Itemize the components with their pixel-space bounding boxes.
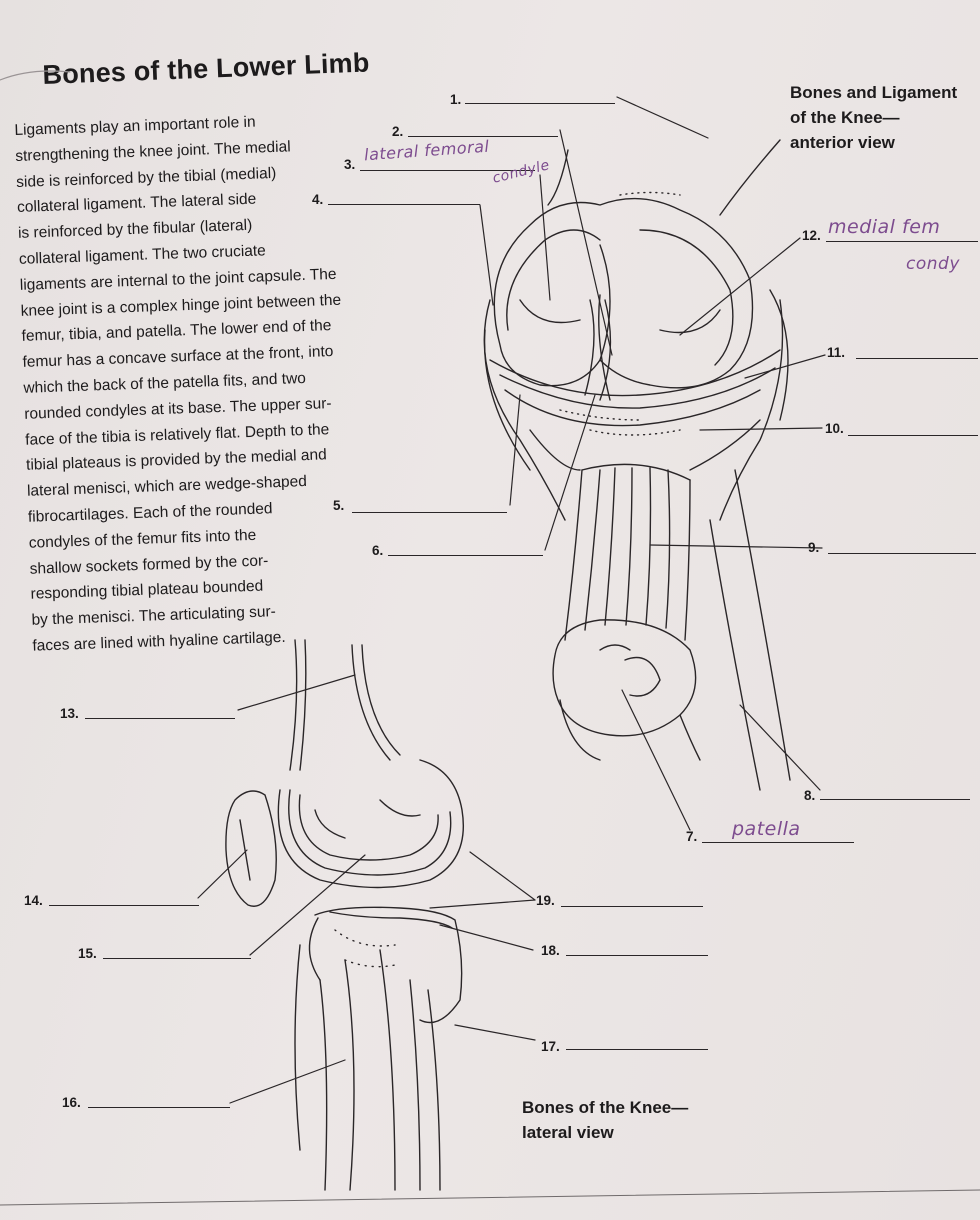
caption-line: lateral view bbox=[522, 1123, 614, 1142]
answer-blank-5[interactable] bbox=[352, 512, 507, 513]
label-19: 19. bbox=[536, 893, 555, 908]
label-13: 13. bbox=[60, 706, 79, 721]
label-18: 18. bbox=[541, 943, 560, 958]
label-2: 2. bbox=[392, 124, 404, 139]
anterior-knee-drawing bbox=[483, 139, 791, 791]
answer-blank-6[interactable] bbox=[388, 555, 543, 556]
answer-blank-18[interactable] bbox=[566, 955, 708, 956]
lateral-view-caption: Bones of the Knee— lateral view bbox=[522, 1095, 688, 1145]
label-1: 1. bbox=[450, 92, 462, 107]
answer-blank-13[interactable] bbox=[85, 718, 235, 719]
label-7: 7. bbox=[686, 829, 698, 844]
handwritten-answer-12b: condy bbox=[906, 254, 960, 274]
fibula bbox=[409, 979, 421, 1191]
answer-blank-14[interactable] bbox=[49, 905, 199, 906]
answer-blank-3[interactable] bbox=[360, 170, 535, 171]
answer-blank-16[interactable] bbox=[88, 1107, 230, 1108]
femur-distal-end bbox=[277, 759, 464, 889]
label-5: 5. bbox=[333, 498, 345, 513]
anterior-leader-lines bbox=[479, 96, 826, 831]
patella-side bbox=[225, 790, 277, 907]
menisci bbox=[489, 349, 781, 397]
answer-blank-10[interactable] bbox=[848, 435, 978, 436]
caption-line: Bones of the Knee— bbox=[522, 1098, 689, 1117]
answer-blank-8[interactable] bbox=[820, 799, 970, 800]
label-6: 6. bbox=[372, 543, 384, 558]
label-15: 15. bbox=[78, 946, 97, 961]
page-edge bbox=[0, 1189, 980, 1206]
caption-line: Bones and Ligament bbox=[790, 83, 958, 102]
label-9: 9. bbox=[808, 540, 820, 555]
handwritten-answer-12: medial fem bbox=[828, 216, 941, 238]
answer-blank-17[interactable] bbox=[566, 1049, 708, 1050]
answer-blank-1[interactable] bbox=[465, 103, 615, 104]
answer-blank-2[interactable] bbox=[408, 136, 558, 137]
femur-condyles bbox=[493, 197, 754, 389]
label-14: 14. bbox=[24, 893, 43, 908]
patella bbox=[552, 619, 697, 737]
caption-line: anterior view bbox=[790, 133, 895, 152]
answer-blank-15[interactable] bbox=[103, 958, 251, 959]
label-12: 12. bbox=[802, 228, 821, 243]
answer-blank-4[interactable] bbox=[328, 204, 480, 205]
label-17: 17. bbox=[541, 1039, 560, 1054]
page-fold-line bbox=[0, 70, 71, 81]
answer-blank-12[interactable] bbox=[826, 241, 978, 242]
answer-blank-19[interactable] bbox=[561, 906, 703, 907]
handwritten-answer-7: patella bbox=[732, 818, 801, 840]
caption-line: of the Knee— bbox=[790, 108, 900, 127]
label-10: 10. bbox=[825, 421, 844, 436]
label-11: 11. bbox=[827, 345, 846, 360]
answer-blank-11[interactable] bbox=[856, 358, 978, 359]
answer-blank-7[interactable] bbox=[702, 842, 854, 843]
label-3: 3. bbox=[344, 157, 356, 172]
patellar-ligament bbox=[564, 469, 583, 641]
answer-blank-9[interactable] bbox=[828, 553, 976, 554]
anterior-view-caption: Bones and Ligament of the Knee— anterior… bbox=[790, 80, 957, 155]
label-16: 16. bbox=[62, 1095, 81, 1110]
label-4: 4. bbox=[312, 192, 324, 207]
tibia-plateau bbox=[314, 906, 463, 1024]
lateral-knee-drawing bbox=[225, 639, 464, 1191]
label-8: 8. bbox=[804, 788, 816, 803]
lateral-leader-lines bbox=[197, 674, 536, 1104]
